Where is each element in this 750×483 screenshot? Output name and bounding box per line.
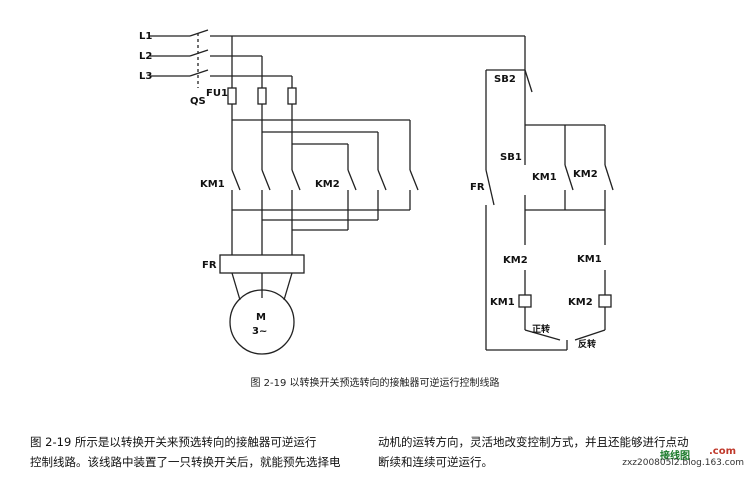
paragraph-right: 动机的运转方向，灵活地改变控制方式，并且还能够进行点动 断续和连续可逆运行。 [378,432,740,472]
watermark-brand-suffix: .com [708,446,736,457]
paragraph-left-line-2: 控制线路。该线路中装置了一只转换开关后，就能预先选择电 [30,455,341,469]
label-km2-aux: KM2 [573,169,598,180]
label-fr-ctrl: FR [470,182,485,193]
label-km1-coil: KM1 [490,297,515,308]
label-km1-main: KM1 [200,179,225,190]
label-km2-main: KM2 [315,179,340,190]
label-km1-aux: KM1 [532,172,557,183]
watermark-brand: 接线图 [660,451,690,462]
label-fu1: FU1 [206,88,228,99]
label-motor-phase: 3~ [252,326,267,337]
label-fr-main: FR [202,260,217,271]
paragraph-left: 图 2-19 所示是以转换开关来预选转向的接触器可逆运行 控制线路。该线路中装置… [30,432,365,472]
label-km1-interlock: KM1 [577,254,602,265]
label-sb1: SB1 [500,152,522,163]
label-l2: L2 [139,51,152,62]
label-forward: 正转 [532,323,550,335]
paragraph-right-line-2: 断续和连续可逆运行。 [378,455,493,469]
paragraph-left-line-1: 图 2-19 所示是以转换开关来预选转向的接触器可逆运行 [30,435,317,449]
label-km2-coil: KM2 [568,297,593,308]
label-l3: L3 [139,71,152,82]
label-qs: QS [190,96,206,107]
wiring-diagram: L1 L2 L3 QS FU1 KM1 KM2 FR M 3~ SB2 SB1 … [139,29,614,355]
paragraph-right-line-1: 动机的运转方向，灵活地改变控制方式，并且还能够进行点动 [378,435,689,449]
label-reverse: 反转 [578,338,596,350]
watermark-url: zxz200805l2.blog.163.com [622,458,744,468]
label-km2-interlock: KM2 [503,255,528,266]
label-l1: L1 [139,31,152,42]
label-sb2: SB2 [494,74,516,85]
figure-caption: 图 2-19 以转换开关预选转向的接触器可逆运行控制线路 [250,378,500,389]
label-motor-m: M [256,312,266,323]
